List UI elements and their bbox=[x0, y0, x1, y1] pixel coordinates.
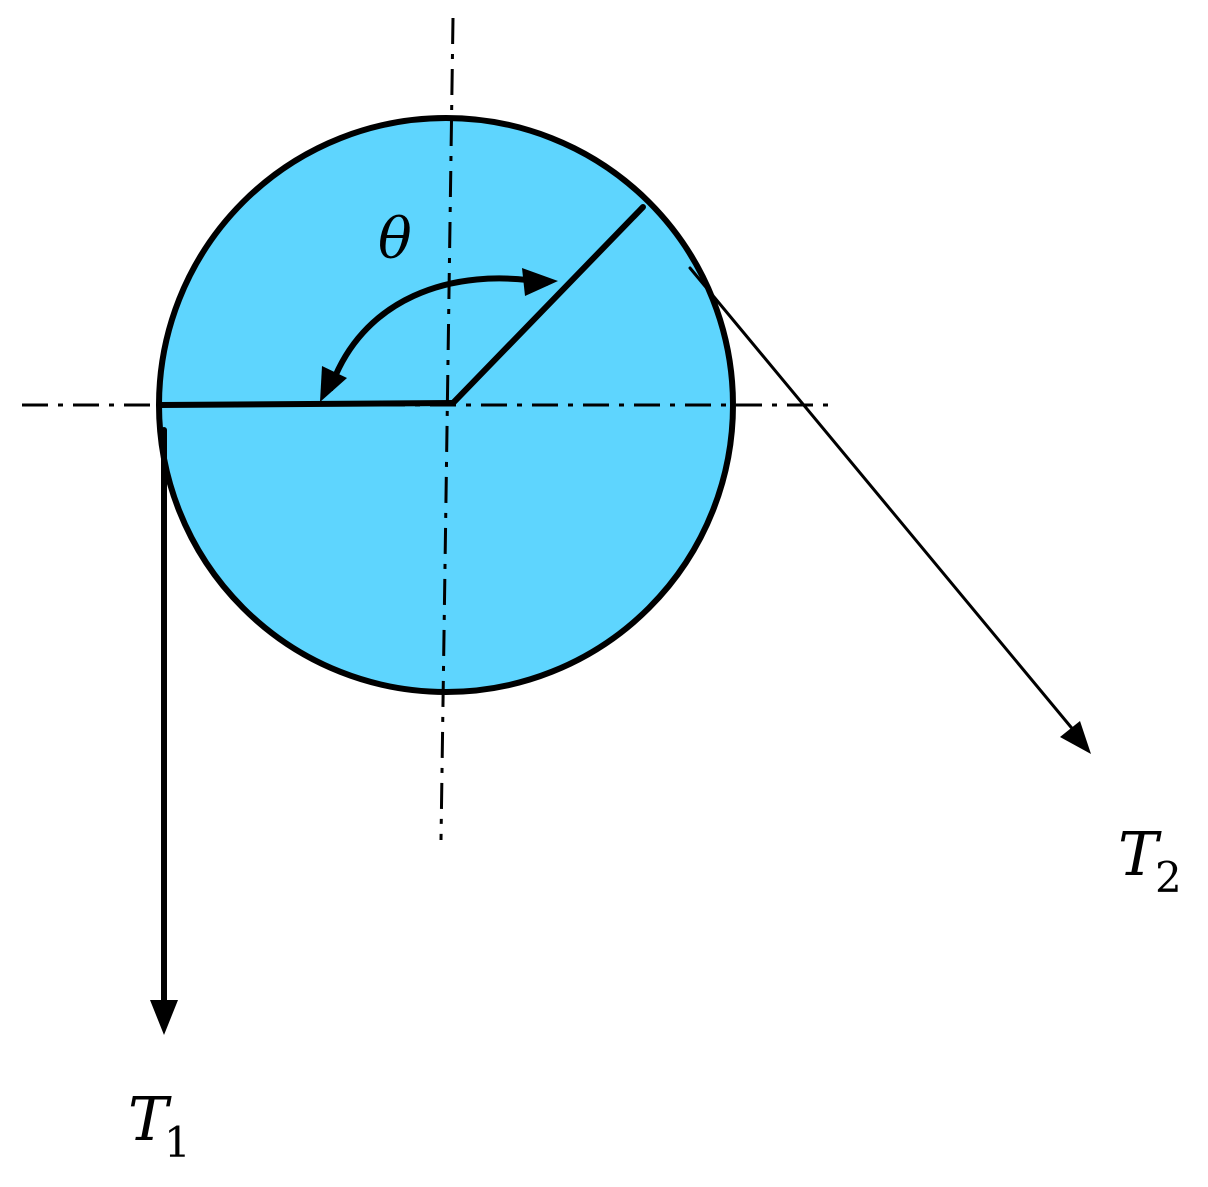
radius-diagonal bbox=[450, 204, 646, 406]
t1-label: T 1 bbox=[128, 1085, 191, 1167]
t1-label-main: T bbox=[128, 1085, 172, 1155]
t1-arrowhead bbox=[150, 1000, 178, 1035]
angle-arc-arrowhead-right bbox=[522, 268, 558, 296]
t2-label-main: T bbox=[1118, 820, 1162, 890]
angle-label: θ bbox=[378, 207, 412, 272]
angle-arc bbox=[327, 275, 549, 391]
vertical-center-line bbox=[439, 17, 455, 841]
belt-tangent-t2 bbox=[688, 266, 1082, 740]
radius-horizontal bbox=[157, 400, 456, 408]
angle-arc-arrowhead-left bbox=[320, 366, 347, 402]
t2-arrowhead bbox=[1060, 721, 1091, 754]
t2-label-subscript: 2 bbox=[1155, 853, 1182, 902]
t2-label: T 2 bbox=[1118, 820, 1182, 902]
t1-label-subscript: 1 bbox=[164, 1118, 191, 1167]
